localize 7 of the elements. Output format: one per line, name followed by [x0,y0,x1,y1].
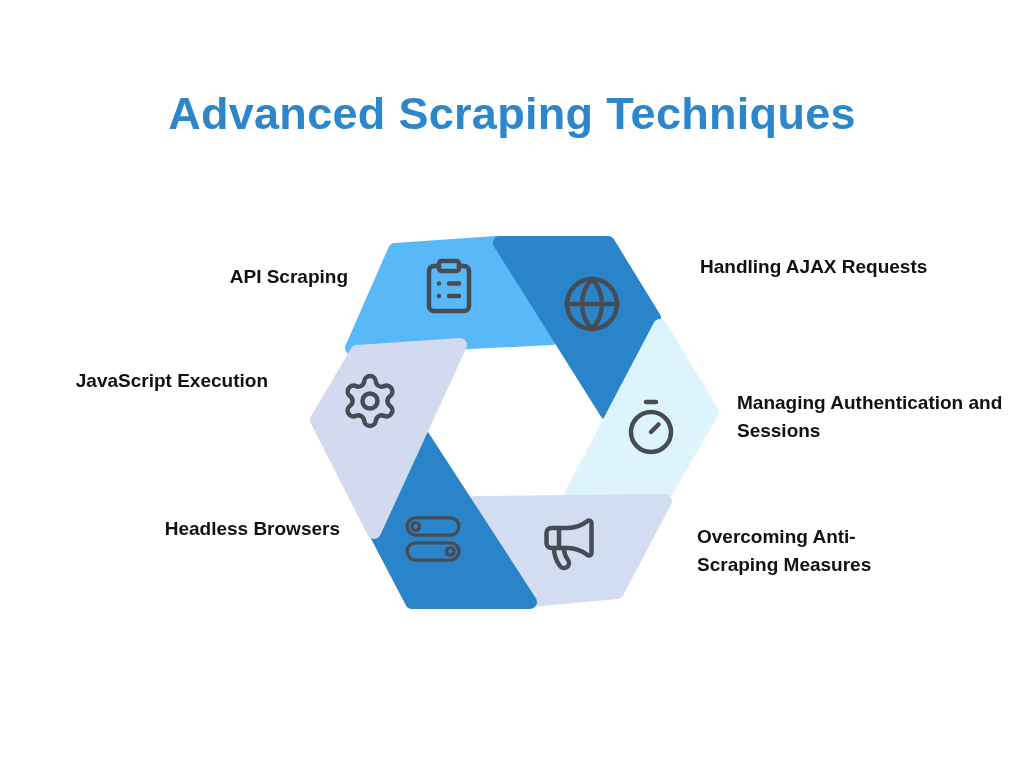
segment-label: Overcoming Anti-Scraping Measures [697,525,873,577]
segment-label: API Scraping [228,265,348,289]
title: Advanced Scraping Techniques [167,88,857,140]
segment-label: JavaScript Execution [74,369,268,393]
segment-label: Handling AJAX Requests [700,255,929,279]
segment-label: Managing Authentication and Sessions [737,391,1004,443]
segment-label: Headless Browsers [163,517,340,541]
